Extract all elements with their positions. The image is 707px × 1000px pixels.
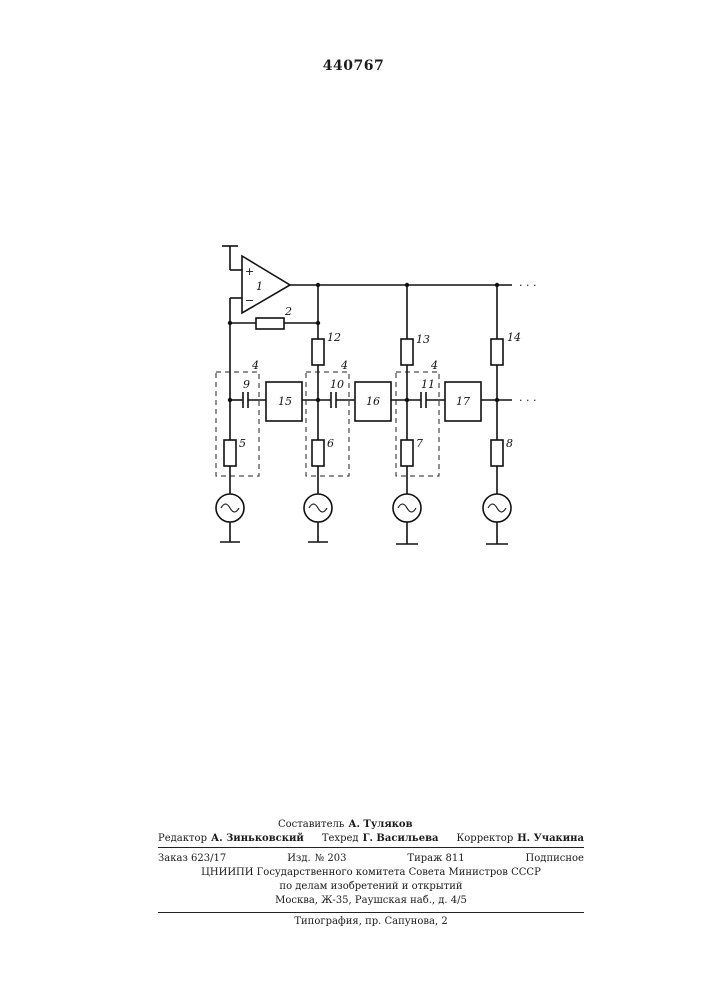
order-row: Заказ 623/17 Изд. № 203 Тираж 811 Подпис… <box>158 852 584 866</box>
dashed-group-1 <box>216 372 259 476</box>
upper-resistor-12-label: 12 <box>327 331 341 344</box>
opamp-plus-sign: + <box>245 265 254 278</box>
compiler-role: Составитель <box>278 818 344 832</box>
upper-resistor-12 <box>312 339 324 365</box>
capacitor-11-label: 11 <box>421 378 435 391</box>
block-17-label: 17 <box>456 395 470 408</box>
upper-resistor-14 <box>491 339 503 365</box>
corrector-name: Н. Учакина <box>517 832 584 846</box>
lower-resistor-6 <box>312 440 324 466</box>
feedback-resistor-label: 2 <box>284 305 292 318</box>
subscription: Подписное <box>526 852 584 866</box>
lower-resistor-8-label: 8 <box>506 437 513 450</box>
order-number: Заказ 623/17 <box>158 852 226 866</box>
lower-resistor-5-label: 5 <box>239 437 246 450</box>
capacitor-10-label: 10 <box>330 378 344 391</box>
editor-role: Редактор <box>158 832 207 846</box>
dashed-group-3-label: 4 <box>430 359 438 372</box>
institute-line-1: ЦНИИПИ Государственного комитета Совета … <box>158 866 584 880</box>
edition-number: № 203 <box>315 852 347 866</box>
feedback-resistor <box>256 318 284 329</box>
upper-resistor-13 <box>401 339 413 365</box>
circulation: Тираж 811 <box>407 852 464 866</box>
upper-resistor-14-label: 14 <box>507 331 521 344</box>
institute-address: Москва, Ж-35, Раушская наб., д. 4/5 <box>158 894 584 908</box>
capacitor-9-label: 9 <box>243 378 250 391</box>
typography-line: Типография, пр. Сапунова, 2 <box>158 912 584 929</box>
block-15-label: 15 <box>278 395 292 408</box>
techred-name: Г. Васильева <box>363 832 439 846</box>
block-16-label: 16 <box>366 395 380 408</box>
editor-name: А. Зиньковский <box>211 832 304 846</box>
lower-resistor-7 <box>401 440 413 466</box>
credits-row: Редактор А. Зиньковский Техред Г. Василь… <box>158 832 584 846</box>
lower-resistor-7-label: 7 <box>416 437 423 450</box>
dashed-group-2-label: 4 <box>340 359 348 372</box>
lower-resistor-5 <box>224 440 236 466</box>
imprint-divider <box>158 847 584 848</box>
edition-label: Изд. <box>287 852 311 866</box>
imprint-block: Составитель А. Туляков Редактор А. Зиньк… <box>158 818 584 929</box>
opamp-label: 1 <box>256 280 263 293</box>
opamp-minus-sign: − <box>245 294 254 307</box>
lower-resistor-6-label: 6 <box>327 437 334 450</box>
lower-resistor-8 <box>491 440 503 466</box>
output-ellipsis: · · · <box>519 279 536 292</box>
compiler-name: А. Туляков <box>348 818 412 832</box>
institute-line-2: по делам изобретений и открытий <box>158 880 584 894</box>
upper-resistor-13-label: 13 <box>416 333 430 346</box>
compiler-line: Составитель А. Туляков <box>278 818 584 832</box>
dashed-group-1-label: 4 <box>251 359 259 372</box>
signal-ellipsis: · · · <box>519 394 536 407</box>
corrector-role: Корректор <box>457 832 514 846</box>
techred-role: Техред <box>322 832 359 846</box>
